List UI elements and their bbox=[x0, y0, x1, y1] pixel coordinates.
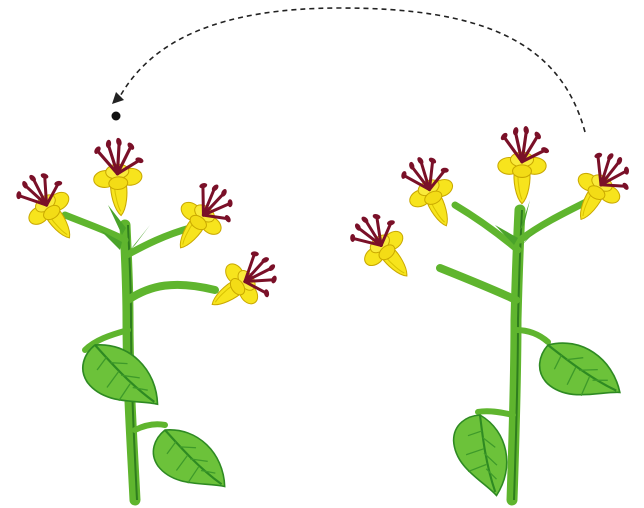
pollination-arrow bbox=[112, 8, 586, 132]
dashed-arc bbox=[118, 8, 585, 132]
right-plant-flower-4 bbox=[561, 144, 641, 233]
left-plant-flower-4 bbox=[199, 243, 288, 326]
pollen-dot bbox=[112, 112, 121, 121]
left-plant bbox=[8, 135, 288, 506]
left-plant-flower-2 bbox=[90, 135, 149, 217]
right-plant-flower-2 bbox=[394, 147, 470, 235]
right-plant bbox=[341, 126, 641, 500]
left-plant-flower-3 bbox=[162, 174, 245, 263]
right-plant-flower-1 bbox=[341, 202, 427, 291]
right-plant-flower-3 bbox=[498, 126, 550, 204]
left-plant-leaf-2 bbox=[146, 416, 227, 506]
left-plant-flower-1 bbox=[8, 162, 91, 251]
